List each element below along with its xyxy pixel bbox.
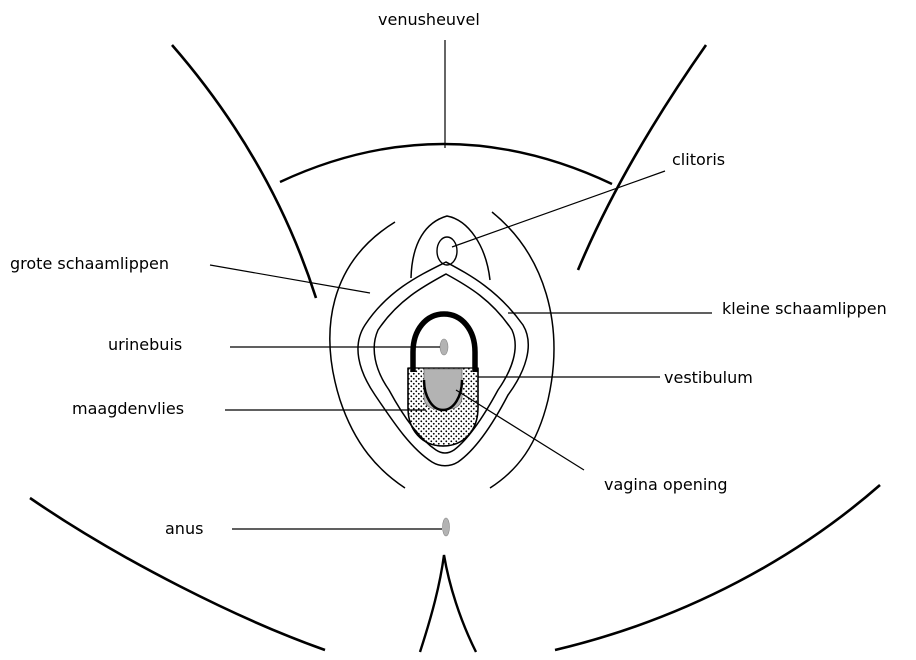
left-thigh-contour [172, 45, 316, 298]
label-urinebuis: urinebuis [108, 336, 182, 354]
clitoral-hood [411, 216, 490, 280]
label-clitoris: clitoris [672, 151, 725, 169]
label-vestibulum: vestibulum [664, 369, 753, 387]
gluteal-cleft [420, 555, 476, 652]
mons-curve [280, 144, 612, 184]
label-maagdenvlies: maagdenvlies [72, 400, 184, 418]
label-vagina-opening: vagina opening [604, 476, 728, 494]
label-kleine-schaamlippen: kleine schaamlippen [722, 300, 887, 318]
left-labium-majus [330, 222, 405, 488]
leader-clitoris [452, 171, 665, 247]
urethra-opening [440, 339, 448, 355]
label-anus: anus [165, 520, 203, 538]
label-grote-schaamlippen: grote schaamlippen [10, 255, 169, 273]
right-buttock-contour [555, 485, 880, 650]
right-labium-majus [490, 212, 554, 488]
clitoris-shape [437, 237, 457, 265]
label-venusheuvel: venusheuvel [378, 11, 480, 29]
leader-vagina-opening [456, 390, 584, 470]
anus-shape [443, 518, 450, 536]
leader-grote-schaamlippen [210, 265, 370, 293]
